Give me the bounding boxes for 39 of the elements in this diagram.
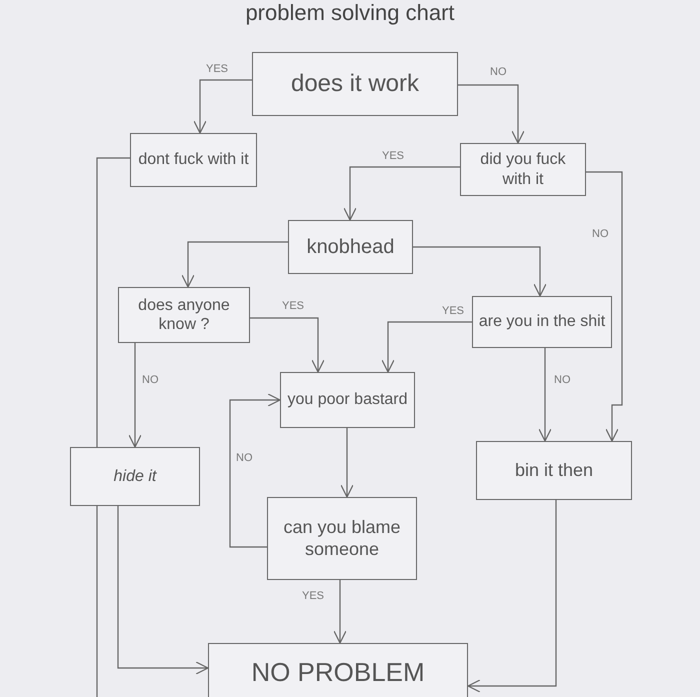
- process-box: [288, 220, 413, 274]
- box-text: does anyone know ?: [137, 296, 231, 334]
- arrow: [467, 500, 557, 693]
- process-box: [130, 133, 257, 187]
- process-box: [252, 52, 458, 116]
- process-box: [118, 287, 250, 343]
- arrow: [381, 321, 472, 373]
- arrow: [343, 166, 460, 221]
- connector-line: [96, 157, 130, 697]
- arrow: [229, 393, 281, 548]
- box-text: NO PROBLEM: [251, 657, 425, 689]
- process-box: [70, 447, 200, 506]
- title: problem solving chart: [244, 0, 456, 26]
- arrow: [413, 246, 547, 297]
- arrow: [128, 343, 142, 448]
- arrow: [458, 84, 525, 144]
- box-text: you poor bastard: [287, 390, 408, 410]
- process-box: [267, 497, 417, 580]
- arrow: [340, 428, 354, 498]
- process-box: [208, 643, 468, 697]
- process-box: [460, 143, 586, 196]
- arrow: [586, 171, 623, 442]
- box-text: are you in the shit: [478, 312, 606, 332]
- arrow: [250, 317, 325, 373]
- box-text: does it work: [290, 70, 420, 98]
- process-box: [280, 372, 415, 428]
- process-box: [476, 441, 632, 500]
- box-text: bin it then: [514, 460, 594, 482]
- arrow: [333, 580, 347, 644]
- arrow: [181, 241, 288, 288]
- process-box: [472, 296, 612, 348]
- box-text: can you blame someone: [282, 516, 402, 560]
- arrow: [538, 348, 552, 442]
- arrow: [117, 506, 209, 675]
- box-text: dont fuck with it: [138, 150, 249, 170]
- box-text: did you fuck with it: [479, 150, 567, 189]
- box-text: knobhead: [306, 235, 394, 259]
- box-text: hide it: [114, 466, 156, 486]
- arrow: [193, 79, 252, 134]
